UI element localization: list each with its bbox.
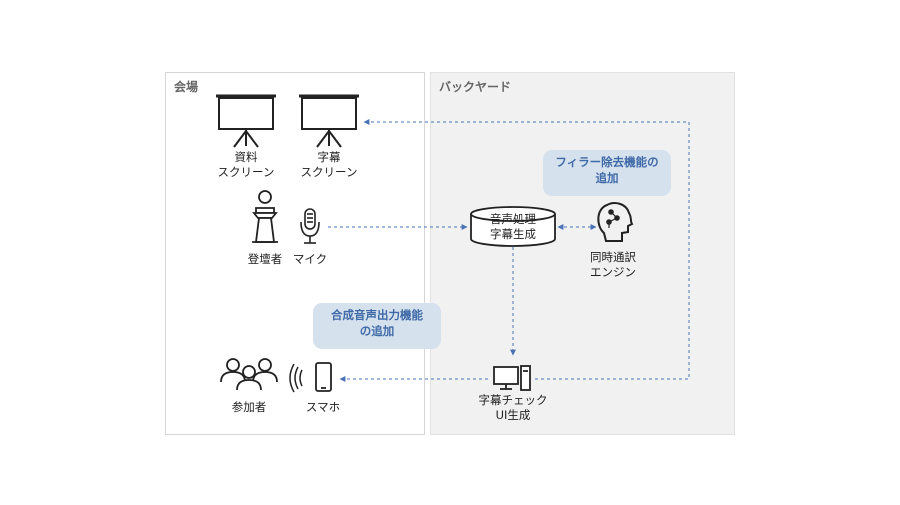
mic-label: マイク (292, 252, 328, 266)
projector-screen-icon (216, 94, 276, 148)
callout-line-2: 追加 (595, 171, 619, 185)
ai-head-icon (597, 202, 634, 242)
check-ui-label: 字幕チェック UI生成 (475, 393, 551, 423)
callout-line-1: フィラー除去機能の (555, 155, 659, 169)
audio-processor-label: 音声処理 字幕生成 (473, 212, 553, 242)
label-line: エンジン (590, 265, 636, 279)
speaker-label: 登壇者 (247, 252, 283, 266)
label-line: 同時通訳 (590, 250, 636, 264)
subtitle-screen-label: 字幕 スクリーン (299, 150, 359, 180)
label-line: 字幕チェック (478, 393, 548, 407)
podium-icon (252, 190, 278, 243)
backyard-zone: バックヤード (430, 72, 735, 435)
subtitle-screen-icon (299, 94, 359, 148)
arrow-ui-to-subtitle-screen (363, 119, 690, 380)
audio-processor-icon (470, 206, 556, 247)
translation-engine-label: 同時通訳 エンジン (583, 250, 643, 280)
label-line: 字幕生成 (490, 227, 536, 241)
label-line: UI生成 (495, 408, 531, 422)
label-line: スクリーン (300, 165, 358, 179)
callout-line-2: の追加 (359, 324, 395, 338)
pc-icon (493, 365, 531, 391)
backyard-zone-title: バックヤード (439, 80, 512, 94)
material-screen-label: 資料 スクリーン (216, 150, 276, 180)
synthetic-voice-callout: 合成音声出力機能 の追加 (313, 303, 441, 349)
smartphone-label: スマホ (305, 400, 341, 414)
label-line: スクリーン (217, 165, 275, 179)
label-line: 字幕 (317, 150, 341, 164)
label-line: 資料 (234, 150, 258, 164)
venue-zone-title: 会場 (174, 80, 199, 94)
flow-arrows (328, 119, 690, 382)
label-line: 音声処理 (490, 212, 536, 226)
participants-icon (220, 358, 278, 391)
microphone-icon (300, 208, 320, 244)
callout-line-1: 合成音声出力機能 (331, 308, 423, 322)
participants-label: 参加者 (231, 400, 267, 414)
signal-waves-icon (289, 363, 303, 393)
filler-removal-callout: フィラー除去機能の 追加 (543, 150, 671, 196)
smartphone-icon (315, 362, 332, 392)
